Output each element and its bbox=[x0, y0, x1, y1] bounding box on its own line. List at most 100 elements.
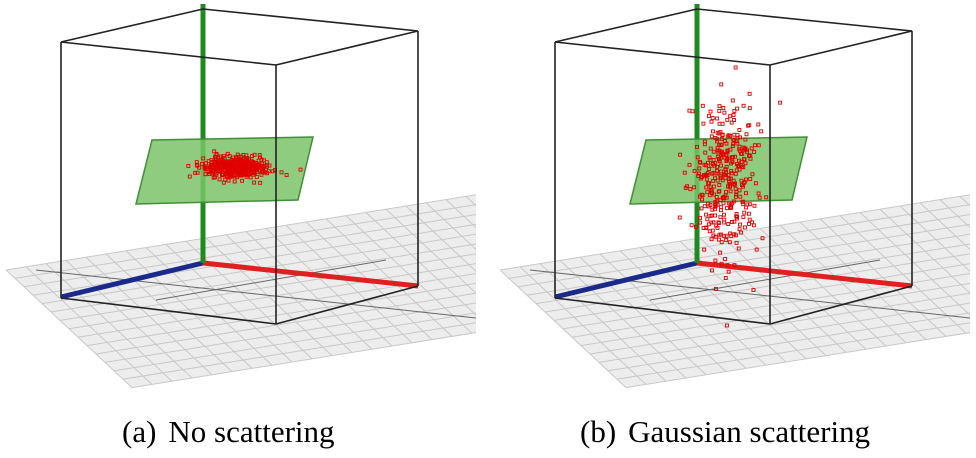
particle-point bbox=[718, 169, 723, 174]
particle-point bbox=[709, 119, 714, 124]
particle-point bbox=[723, 193, 728, 198]
particle-point bbox=[732, 132, 737, 137]
grid-line bbox=[598, 302, 970, 363]
particle-point bbox=[704, 172, 709, 177]
particle-point bbox=[248, 170, 253, 175]
particle-point bbox=[744, 132, 749, 137]
particle-point bbox=[742, 210, 747, 215]
particle-point bbox=[212, 159, 217, 164]
particle-point bbox=[726, 222, 731, 227]
particle-point bbox=[729, 234, 734, 239]
particle-point bbox=[721, 172, 726, 177]
particle-point bbox=[685, 184, 690, 189]
particle-point bbox=[728, 114, 733, 119]
particle-point bbox=[736, 246, 741, 251]
grid-line bbox=[77, 273, 476, 338]
particle-point bbox=[719, 163, 723, 168]
grid-line bbox=[131, 332, 476, 389]
bounding-box-front bbox=[60, 8, 419, 325]
box-edge bbox=[60, 297, 277, 325]
particle-point bbox=[707, 114, 711, 119]
particle-point bbox=[744, 177, 748, 182]
particle-point bbox=[734, 240, 739, 245]
particle-point bbox=[734, 216, 739, 221]
grid-line bbox=[113, 312, 476, 372]
particle-point bbox=[710, 207, 715, 212]
particle-point bbox=[753, 181, 758, 186]
particle-point bbox=[697, 171, 701, 176]
particle-point bbox=[729, 120, 734, 125]
particle-point bbox=[697, 166, 702, 171]
grid-line bbox=[95, 292, 476, 355]
panel-a-3d-view bbox=[6, 0, 476, 400]
box-edge bbox=[275, 30, 419, 66]
particle-point bbox=[699, 175, 704, 179]
particle-point bbox=[709, 191, 714, 196]
particle-point bbox=[244, 164, 249, 169]
particle-point bbox=[279, 170, 284, 175]
grid-line bbox=[580, 282, 970, 347]
particle-point bbox=[713, 176, 718, 181]
particle-point bbox=[244, 161, 249, 166]
particle-point bbox=[756, 191, 761, 196]
particle-point bbox=[699, 206, 704, 211]
particle-point bbox=[725, 206, 729, 211]
particle-point bbox=[716, 220, 721, 225]
particle-point bbox=[735, 162, 739, 166]
particle-point bbox=[229, 174, 234, 179]
grid-line bbox=[445, 199, 476, 229]
particle-point bbox=[741, 103, 746, 108]
particle-point bbox=[728, 189, 733, 194]
grid-line bbox=[86, 282, 476, 347]
particle-point bbox=[221, 180, 226, 185]
grid-guide bbox=[155, 259, 387, 301]
particle-point bbox=[709, 134, 714, 139]
particle-point bbox=[241, 171, 246, 176]
particle-point bbox=[687, 162, 692, 167]
particle-point bbox=[248, 175, 253, 180]
grid-line bbox=[562, 263, 970, 330]
particle-point bbox=[201, 156, 206, 161]
particle-point bbox=[737, 227, 742, 232]
particle-point bbox=[213, 154, 218, 159]
particle-point bbox=[690, 109, 695, 114]
particle-point bbox=[739, 178, 744, 183]
particle-point bbox=[249, 162, 254, 167]
particle-point bbox=[717, 121, 722, 126]
particle-point bbox=[223, 160, 228, 165]
x-axis-line bbox=[202, 260, 419, 289]
particle-point bbox=[702, 247, 707, 252]
y-axis-line bbox=[554, 260, 698, 300]
grid-line bbox=[41, 233, 476, 305]
particle-point bbox=[756, 143, 761, 148]
particle-point bbox=[722, 220, 727, 225]
particle-point bbox=[747, 123, 752, 128]
particle-point bbox=[709, 220, 714, 225]
particle-point bbox=[753, 143, 757, 148]
particle-point bbox=[206, 159, 211, 164]
box-edge bbox=[60, 41, 277, 66]
particle-point bbox=[724, 323, 729, 328]
particle-point bbox=[731, 142, 736, 147]
particle-point bbox=[733, 186, 738, 191]
grid-line bbox=[508, 204, 970, 279]
box-edge bbox=[769, 30, 913, 66]
particle-point bbox=[698, 215, 702, 220]
particle-point bbox=[754, 247, 759, 252]
grid-line bbox=[625, 332, 970, 389]
particle-point bbox=[212, 175, 217, 180]
particle-point bbox=[720, 121, 725, 126]
particle-point bbox=[741, 215, 746, 220]
particle-point bbox=[217, 177, 222, 182]
particle-point bbox=[713, 286, 718, 291]
particle-point bbox=[719, 136, 724, 141]
particle-point bbox=[704, 177, 709, 182]
particle-point bbox=[195, 170, 200, 175]
box-edge bbox=[554, 8, 698, 43]
particle-point bbox=[719, 261, 724, 266]
particle-point bbox=[734, 194, 738, 199]
particle-point bbox=[721, 106, 726, 110]
caption-a: (a)No scattering bbox=[122, 414, 335, 450]
particle-point bbox=[729, 169, 734, 173]
particle-point bbox=[734, 192, 739, 197]
